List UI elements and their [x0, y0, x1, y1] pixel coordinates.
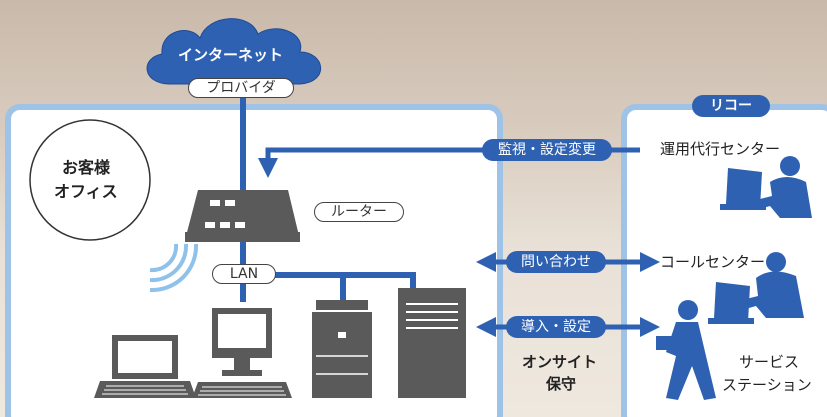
lan-bus	[240, 272, 416, 278]
service-engineer-icon	[656, 300, 716, 400]
inquiry-badge: 問い合わせ	[506, 251, 606, 273]
office-badge	[29, 119, 151, 241]
multifunction-printer-icon	[312, 300, 372, 398]
office-title-line2: オフィス	[54, 182, 118, 201]
internet-label: インターネット	[178, 46, 284, 64]
cloud-icon	[146, 18, 322, 85]
service-station-line1: サービス	[739, 353, 800, 371]
server-icon	[398, 288, 466, 398]
trunk-line	[240, 96, 246, 272]
onsite-label-line2: 保守	[546, 375, 577, 393]
lan-drop-mfp	[340, 272, 346, 302]
introduction-badge: 導入・設定	[506, 316, 606, 338]
ricoh-badge: リコー	[692, 95, 770, 117]
provider-badge: プロバイダ	[188, 78, 294, 98]
router-icon	[185, 190, 300, 242]
service-station-line2: ステーション	[722, 376, 812, 394]
operator-icon	[720, 156, 812, 218]
lan-drop-pc	[240, 272, 246, 302]
lan-drop-server	[410, 272, 416, 292]
operations-center-label: 運用代行センター	[660, 140, 781, 158]
laptop-icon	[94, 335, 196, 398]
router-badge: ルーター	[314, 202, 404, 222]
desktop-icon	[192, 308, 292, 398]
wifi-icon	[149, 243, 199, 293]
onsite-label-line1: オンサイト	[522, 353, 598, 371]
lan-badge: LAN	[212, 264, 276, 284]
monitoring-badge: 監視・設定変更	[482, 139, 612, 161]
call-center-label: コールセンター	[660, 253, 766, 271]
call-center-operator-icon	[708, 252, 804, 324]
office-title-line1: お客様	[62, 158, 111, 177]
